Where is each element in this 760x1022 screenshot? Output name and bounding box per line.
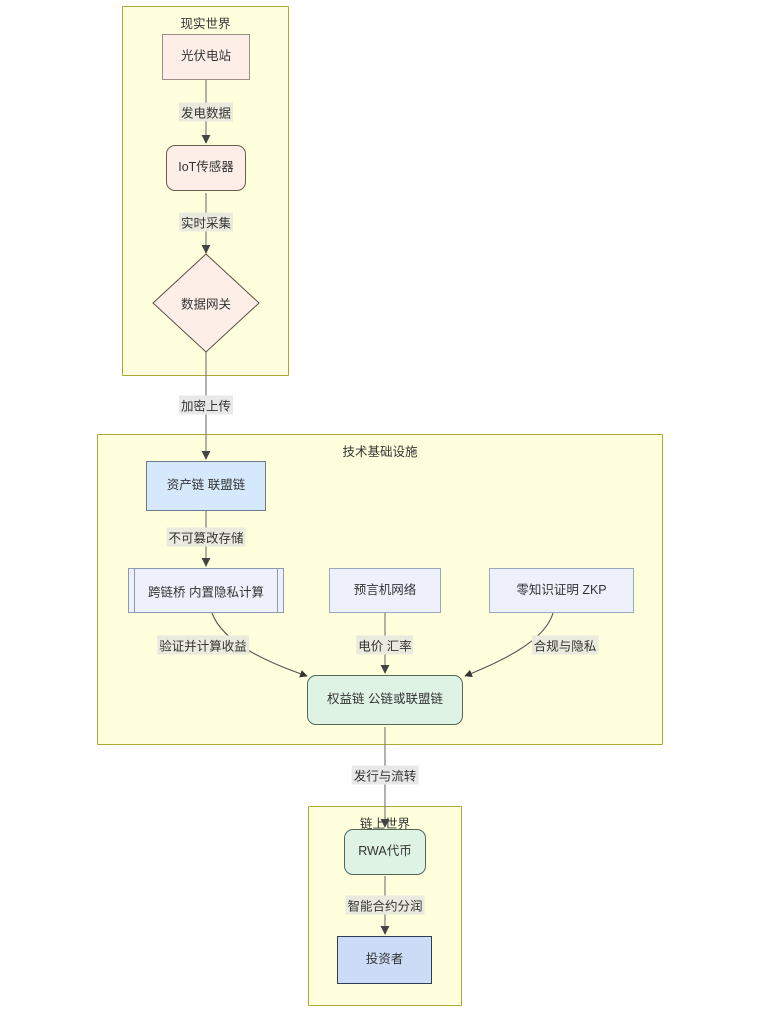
node-investor[interactable]: 投资者 xyxy=(337,936,432,984)
node-asset-chain[interactable]: 资产链 联盟链 xyxy=(146,461,266,511)
subroutine-inner-border xyxy=(134,568,278,613)
node-zkp-label: 零知识证明 ZKP xyxy=(516,582,607,597)
diamond-shape xyxy=(152,253,260,353)
node-cross-chain-bridge[interactable]: 跨链桥 内置隐私计算 xyxy=(128,568,284,613)
node-pv-power-station[interactable]: 光伏电站 xyxy=(162,34,250,80)
edge-label-issue-circulate: 发行与流转 xyxy=(351,765,419,785)
edge-label-power-data: 发电数据 xyxy=(178,102,234,122)
node-cross-chain-bridge-label: 跨链桥 内置隐私计算 xyxy=(148,585,264,599)
node-rwa-token[interactable]: RWA代币 xyxy=(344,829,426,875)
node-iot-sensor[interactable]: IoT传感器 xyxy=(166,145,246,191)
node-pv-power-station-label: 光伏电站 xyxy=(180,49,231,64)
node-data-gateway[interactable]: 数据网关 xyxy=(152,253,260,353)
node-data-gateway-label: 数据网关 xyxy=(180,297,231,312)
edge-label-encrypted-upload: 加密上传 xyxy=(178,395,234,415)
node-rwa-token-label: RWA代币 xyxy=(358,844,412,859)
cluster-tech-infra-title: 技术基础设施 xyxy=(342,445,418,459)
node-asset-chain-label: 资产链 联盟链 xyxy=(166,478,246,493)
node-equity-chain-label: 权益链 公链或联盟链 xyxy=(327,692,443,707)
node-investor-label: 投资者 xyxy=(365,952,404,967)
edge-label-compliance-privacy: 合规与隐私 xyxy=(531,635,599,655)
edge-label-smart-contract-dividend: 智能合约分润 xyxy=(345,895,425,915)
node-oracle-network[interactable]: 预言机网络 xyxy=(329,568,441,613)
edge-label-price-rate: 电价 汇率 xyxy=(356,635,414,655)
edge-label-verify-compute-yield: 验证并计算收益 xyxy=(157,635,249,655)
node-equity-chain[interactable]: 权益链 公链或联盟链 xyxy=(307,675,463,725)
node-iot-sensor-label: IoT传感器 xyxy=(178,160,234,175)
cluster-real-world-title: 现实世界 xyxy=(180,17,231,31)
edge-label-realtime-collect: 实时采集 xyxy=(178,212,234,232)
edge-label-immutable-storage: 不可篡改存储 xyxy=(166,527,246,547)
node-oracle-network-label: 预言机网络 xyxy=(353,582,417,597)
node-zkp[interactable]: 零知识证明 ZKP xyxy=(489,568,634,613)
